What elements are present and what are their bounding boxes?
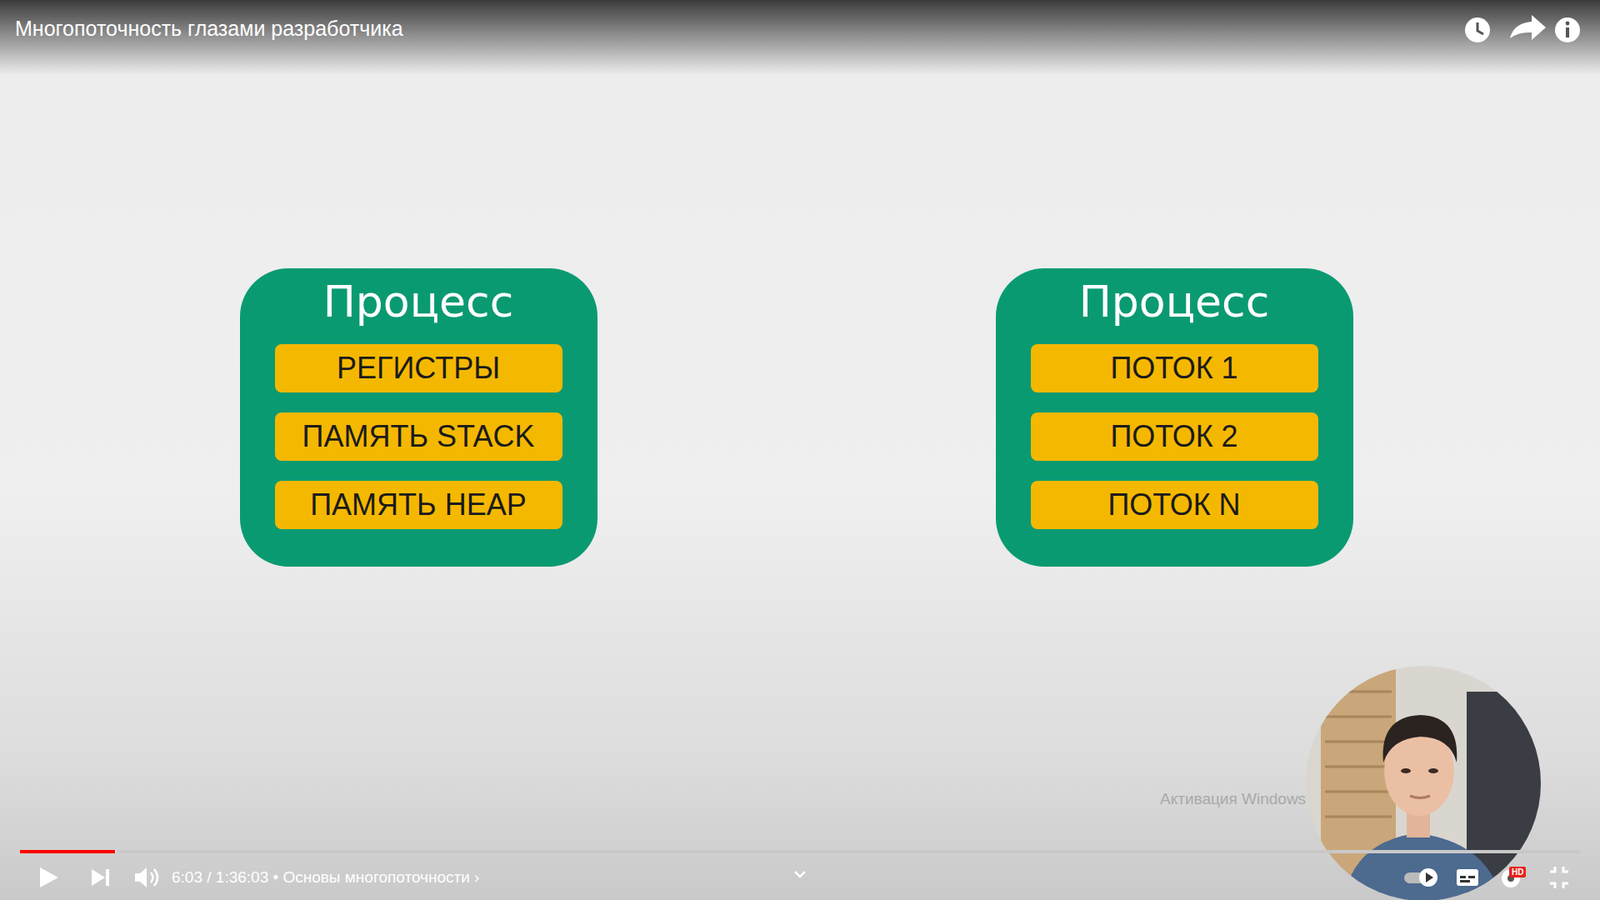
play-icon	[40, 867, 59, 888]
top-shade	[0, 0, 1600, 75]
video-title: Многопоточность глазами разработчика	[15, 16, 404, 41]
subtitles-icon	[1456, 869, 1479, 886]
component-bar: ПАМЯТЬ STACK	[275, 412, 563, 461]
next-icon	[91, 869, 110, 886]
watch-later-icon	[1465, 17, 1490, 43]
component-bar: ПАМЯТЬ HEAP	[275, 480, 563, 530]
process-box: ПроцессРЕГИСТРЫ ПАМЯТЬ STACK ПАМЯТЬ HEAP	[240, 268, 598, 567]
component-label: РЕГИСТРЫ	[336, 350, 500, 386]
component-label: ПОТОК 1	[1110, 350, 1238, 386]
component-label: ПОТОК N	[1107, 487, 1240, 523]
component-label: ПАМЯТЬ STACK	[302, 419, 535, 455]
process-box: ПроцессПОТОК 1 ПОТОК 2 ПОТОК N	[995, 268, 1354, 567]
fullscreen-exit-icon	[1550, 866, 1569, 889]
volume-icon	[135, 867, 158, 888]
component-bar: ПОТОК 2	[1030, 412, 1319, 461]
component-bar: ПОТОК 1	[1030, 344, 1319, 393]
progress-track	[20, 850, 1580, 854]
component-label: ПАМЯТЬ HEAP	[310, 487, 527, 523]
process-heading: Процесс	[240, 275, 598, 329]
component-bar: РЕГИСТРЫ	[275, 344, 563, 393]
info-icon	[1555, 17, 1580, 43]
component-bar: ПОТОК N	[1030, 480, 1319, 530]
share-icon	[1510, 15, 1546, 40]
component-label: ПОТОК 2	[1110, 419, 1238, 455]
hd-badge: HD	[1509, 866, 1526, 878]
process-heading: Процесс	[995, 275, 1354, 329]
time-and-chapter: 6:03 / 1:36:03 • Основы многопоточности …	[171, 868, 480, 887]
chapter-chevron-down	[795, 871, 805, 877]
webcam-overlay	[1300, 658, 1550, 900]
progress-buffered	[20, 850, 117, 854]
watermark: Активация Windows	[1160, 790, 1306, 809]
autoplay-toggle	[1404, 868, 1438, 887]
progress-played	[20, 850, 115, 854]
